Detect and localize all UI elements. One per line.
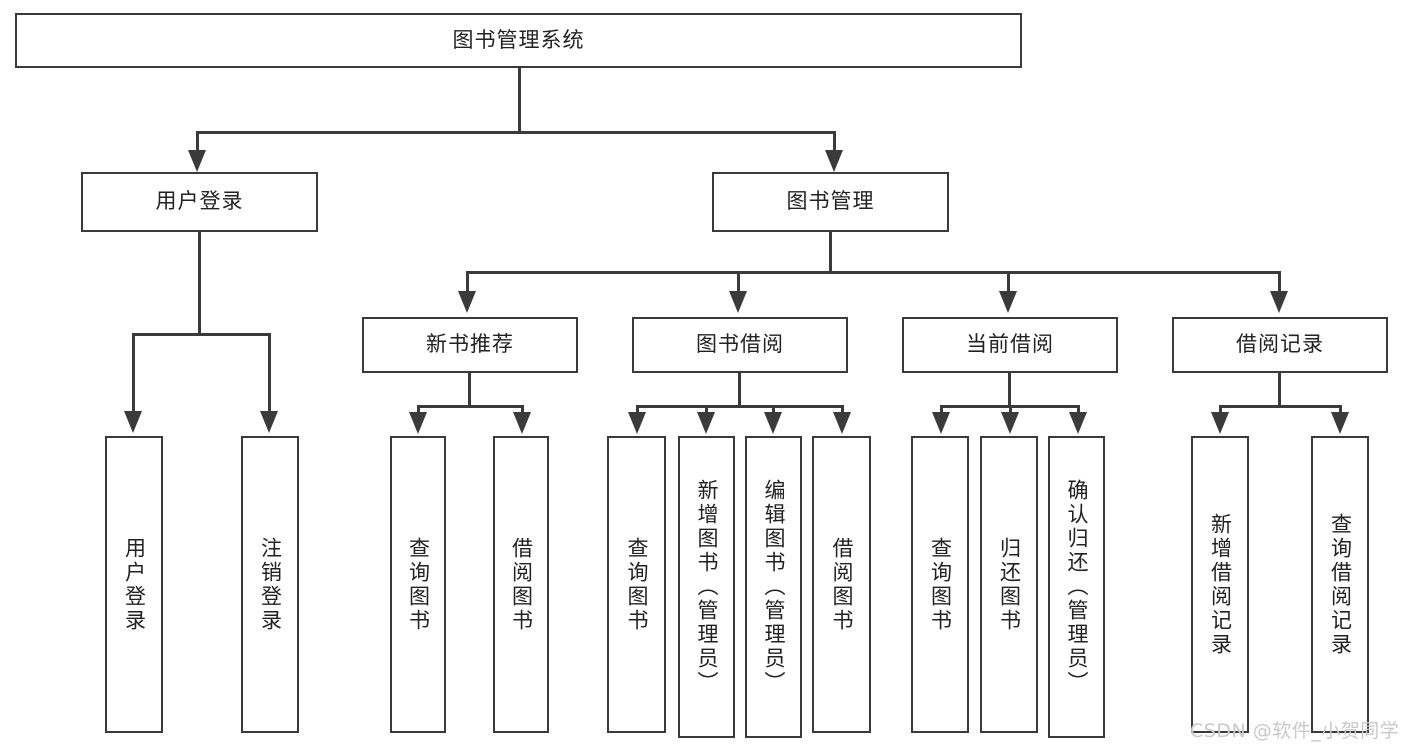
node-label: 确认归还（管理员） <box>1065 479 1089 695</box>
node-label: 编辑图书（管理员） <box>762 479 786 695</box>
edge-borrow-records-drop-2 <box>1339 405 1342 415</box>
edge-new-book-stem <box>468 373 471 408</box>
edge-current-borrow-drop-1 <box>940 405 943 415</box>
node-label: 新增借阅记录 <box>1208 512 1233 657</box>
arrow-borrow-records-2 <box>1331 412 1349 434</box>
leaf-user-login[interactable]: 用户登录 <box>105 436 163 733</box>
edge-to-book-borrow <box>737 271 740 293</box>
node-label: 注销登录 <box>258 536 283 633</box>
node-label: 借阅图书 <box>830 536 854 633</box>
node-label: 借阅记录 <box>1236 332 1324 357</box>
leaf-add-book-admin[interactable]: 新增图书（管理员） <box>678 436 735 738</box>
edge-to-borrow-records <box>1278 271 1281 293</box>
leaf-query-book-recommend[interactable]: 查询图书 <box>390 436 446 733</box>
edge-to-current-borrow <box>1007 271 1010 293</box>
leaf-return-book[interactable]: 归还图书 <box>980 436 1038 733</box>
arrow-to-current-borrow <box>999 291 1017 313</box>
node-book-management[interactable]: 图书管理 <box>712 172 949 232</box>
leaf-query-borrow-record[interactable]: 查询借阅记录 <box>1311 436 1369 733</box>
edge-book-borrow-drop-4 <box>841 405 844 415</box>
node-label: 新增图书（管理员） <box>695 479 719 695</box>
node-label: 归还图书 <box>997 536 1022 633</box>
edge-book-borrow-drop-3 <box>772 405 775 415</box>
edge-to-book-manage <box>833 131 836 155</box>
edge-user-login-drop-2 <box>268 333 271 413</box>
node-label: 图书管理 <box>786 189 875 214</box>
node-label: 图书借阅 <box>696 332 784 357</box>
leaf-add-borrow-record[interactable]: 新增借阅记录 <box>1191 436 1249 733</box>
node-borrow-records[interactable]: 借阅记录 <box>1172 317 1388 373</box>
leaf-logout[interactable]: 注销登录 <box>241 436 299 733</box>
node-new-book-recommend[interactable]: 新书推荐 <box>362 317 578 373</box>
arrow-book-borrow-2 <box>697 412 715 434</box>
arrow-to-book-borrow <box>729 291 747 313</box>
leaf-query-book-borrow[interactable]: 查询图书 <box>607 436 666 733</box>
edge-new-book-bus <box>417 405 522 408</box>
arrow-current-borrow-1 <box>932 412 950 434</box>
node-label: 用户登录 <box>155 189 244 214</box>
edge-current-borrow-stem <box>1008 373 1011 408</box>
node-label: 查询借阅记录 <box>1328 512 1353 657</box>
csdn-watermark: CSDN @软件_小贺同学 <box>1190 720 1400 742</box>
edge-book-borrow-bus <box>636 405 844 408</box>
arrow-new-book-2 <box>513 412 531 434</box>
node-label: 图书管理系统 <box>452 27 585 52</box>
arrow-to-book-manage <box>825 150 843 172</box>
edge-to-user-login <box>196 131 199 155</box>
edge-user-login-drop-1 <box>132 333 135 413</box>
leaf-edit-book-admin[interactable]: 编辑图书（管理员） <box>745 436 802 738</box>
edge-borrow-records-drop-1 <box>1219 405 1222 415</box>
edge-new-book-drop-2 <box>521 405 524 415</box>
arrow-current-borrow-3 <box>1069 412 1087 434</box>
edge-level3-bus <box>466 271 1281 274</box>
edge-book-borrow-drop-2 <box>705 405 708 415</box>
edge-borrow-records-stem <box>1278 373 1281 408</box>
edge-user-login-stem <box>198 232 201 336</box>
arrow-current-borrow-2 <box>1001 412 1019 434</box>
edge-current-borrow-drop-3 <box>1077 405 1080 415</box>
arrow-book-borrow-3 <box>764 412 782 434</box>
leaf-confirm-return-admin[interactable]: 确认归还（管理员） <box>1048 436 1105 738</box>
node-label: 用户登录 <box>122 536 147 633</box>
node-root-system[interactable]: 图书管理系统 <box>15 13 1022 68</box>
node-label: 查询图书 <box>928 536 953 633</box>
edge-current-borrow-drop-2 <box>1009 405 1012 415</box>
edge-new-book-drop-1 <box>417 405 420 415</box>
node-label: 新书推荐 <box>426 332 514 357</box>
edge-book-borrow-stem <box>738 373 741 408</box>
node-user-login[interactable]: 用户登录 <box>81 172 318 232</box>
node-label: 查询图书 <box>625 536 649 633</box>
leaf-query-book-current[interactable]: 查询图书 <box>911 436 969 733</box>
node-book-borrow[interactable]: 图书借阅 <box>632 317 848 373</box>
leaf-borrow-book-recommend[interactable]: 借阅图书 <box>493 436 549 733</box>
edge-borrow-records-bus <box>1219 405 1341 408</box>
edge-to-new-book <box>466 271 469 293</box>
arrow-book-borrow-1 <box>628 412 646 434</box>
edge-book-manage-stem <box>829 232 832 274</box>
edge-book-borrow-drop-1 <box>636 405 639 415</box>
arrow-borrow-records-1 <box>1211 412 1229 434</box>
arrow-to-new-book <box>458 291 476 313</box>
arrow-new-book-1 <box>409 412 427 434</box>
node-label: 查询图书 <box>406 536 431 633</box>
edge-level2-bus <box>196 131 836 134</box>
edge-root-stem <box>518 68 521 133</box>
arrow-user-login-1 <box>124 411 142 433</box>
arrow-to-borrow-records <box>1270 291 1288 313</box>
arrow-to-user-login <box>188 150 206 172</box>
node-current-borrow[interactable]: 当前借阅 <box>902 317 1118 373</box>
leaf-borrow-book[interactable]: 借阅图书 <box>812 436 871 733</box>
node-label: 借阅图书 <box>509 536 534 633</box>
arrow-user-login-2 <box>260 411 278 433</box>
arrow-book-borrow-4 <box>833 412 851 434</box>
edge-user-login-bus <box>132 333 270 336</box>
node-label: 当前借阅 <box>966 332 1054 357</box>
